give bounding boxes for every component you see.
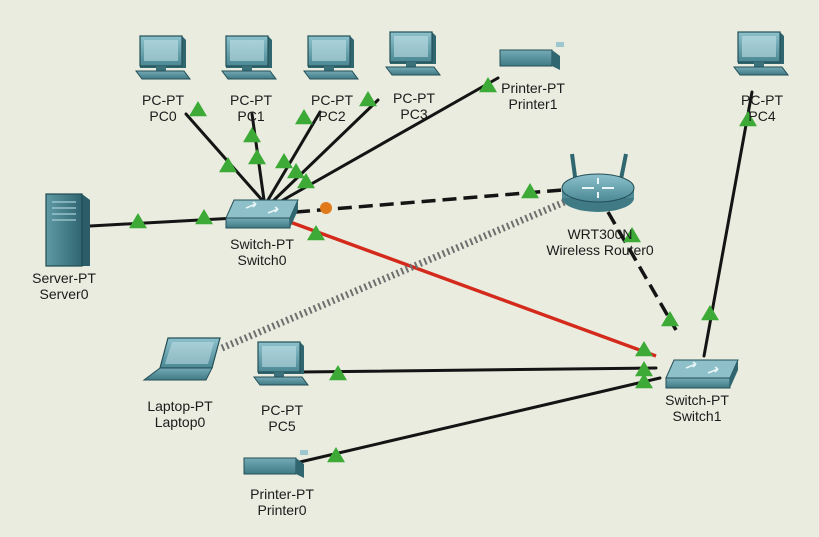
link-status-up-triangle	[739, 111, 757, 127]
link-router0-switch1[interactable]	[606, 211, 678, 331]
device-type-label: PC-PT	[230, 92, 272, 108]
link-status-up-triangle	[329, 365, 347, 381]
link-status-up-triangle	[623, 227, 641, 243]
device-type-label: PC-PT	[741, 92, 783, 108]
markers-layer	[129, 77, 757, 463]
link-status-up-triangle	[521, 183, 539, 199]
device-type-label: WRT300N	[567, 226, 633, 242]
device-name-label: PC0	[149, 108, 177, 124]
device-name-label: PC4	[748, 108, 776, 124]
device-type-label: Printer-PT	[250, 486, 314, 502]
link-status-up-triangle	[661, 311, 679, 327]
link-status-up-triangle	[635, 361, 653, 377]
link-status-up-triangle	[219, 157, 237, 173]
link-status-up-triangle	[129, 213, 147, 229]
device-name-label: PC1	[237, 108, 265, 124]
device-name-label: Switch0	[237, 252, 287, 268]
device-type-label: PC-PT	[393, 90, 435, 106]
device-name-label: Wireless Router0	[546, 242, 654, 258]
device-type-label: Switch-PT	[230, 236, 294, 252]
device-name-label: Server0	[39, 286, 89, 302]
switch-icon[interactable]	[665, 359, 739, 389]
device-name-label: PC2	[318, 108, 346, 124]
link-switch0-switch1[interactable]	[289, 220, 657, 358]
switch-icon[interactable]	[225, 199, 299, 229]
link-status-up-triangle	[327, 447, 345, 463]
wireless-router-icon[interactable]	[561, 153, 635, 212]
link-status-up-triangle	[701, 305, 719, 321]
link-status-up-triangle	[479, 77, 497, 93]
pc-icon[interactable]	[385, 31, 441, 76]
link-status-up-triangle	[295, 109, 313, 125]
link-status-up-triangle	[243, 127, 261, 143]
link-status-up-triangle	[195, 209, 213, 225]
printer-icon[interactable]	[243, 450, 308, 478]
link-status-up-triangle	[635, 341, 653, 357]
laptop-icon[interactable]	[142, 337, 221, 381]
device-type-label: PC-PT	[261, 402, 303, 418]
device-type-label: Laptop-PT	[147, 398, 213, 414]
device-name-label: Printer0	[257, 502, 307, 518]
device-name-label: Printer1	[508, 96, 558, 112]
link-pc0-switch0[interactable]	[184, 112, 264, 202]
device-name-label: Laptop0	[154, 414, 206, 430]
pc-icon[interactable]	[303, 35, 359, 80]
link-server0-switch0[interactable]	[88, 216, 238, 228]
device-type-label: PC-PT	[142, 92, 184, 108]
link-status-up-triangle	[248, 149, 266, 165]
printer-icon[interactable]	[499, 42, 564, 70]
nodes-layer	[45, 31, 789, 478]
device-type-label: Server-PT	[32, 270, 96, 286]
link-status-up-triangle	[359, 91, 377, 107]
link-status-up-triangle	[635, 373, 653, 389]
link-printer1-switch0[interactable]	[274, 76, 500, 206]
server-icon[interactable]	[45, 193, 90, 267]
device-type-label: Switch-PT	[665, 392, 729, 408]
pc-icon[interactable]	[221, 35, 277, 80]
link-status-up-triangle	[189, 101, 207, 117]
device-name-label: PC3	[400, 106, 428, 122]
link-printer0-switch1[interactable]	[298, 376, 662, 464]
link-pc5-switch1[interactable]	[298, 366, 658, 374]
pc-icon[interactable]	[733, 31, 789, 76]
pc-icon[interactable]	[253, 341, 309, 386]
link-status-pending-dot	[320, 202, 332, 214]
link-status-up-triangle	[297, 173, 315, 189]
link-pc2-switch0[interactable]	[266, 110, 322, 202]
device-type-label: PC-PT	[311, 92, 353, 108]
link-laptop0-router0[interactable]	[220, 194, 576, 352]
device-type-label: Printer-PT	[501, 80, 565, 96]
link-pc3-switch0[interactable]	[270, 98, 380, 204]
device-name-label: PC5	[268, 418, 296, 434]
link-switch0-router0[interactable]	[295, 188, 563, 214]
device-name-label: Switch1	[672, 408, 722, 424]
link-status-up-triangle	[307, 225, 325, 241]
link-status-up-triangle	[287, 163, 305, 179]
pc-icon[interactable]	[135, 35, 191, 80]
link-status-up-triangle	[275, 153, 293, 169]
